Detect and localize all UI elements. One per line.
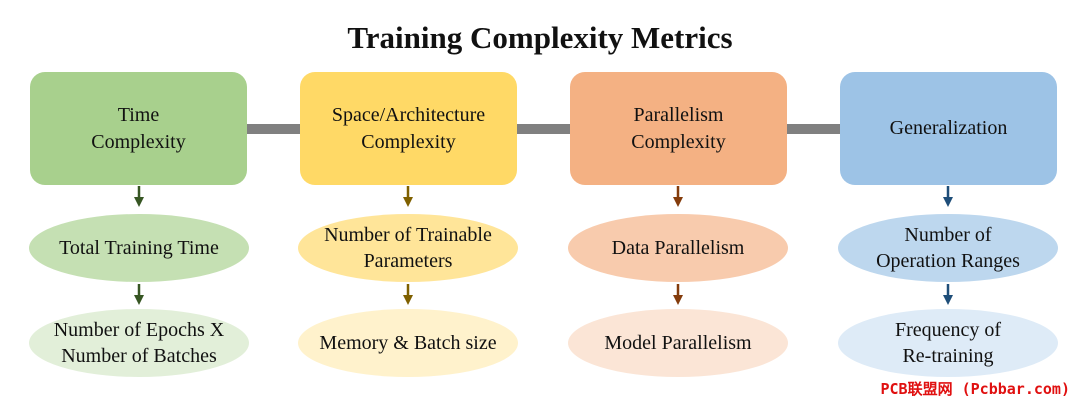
item-operation-ranges: Number of Operation Ranges: [838, 214, 1058, 282]
header-label: Time Complexity: [91, 103, 186, 153]
item-memory-batch-size: Memory & Batch size: [298, 309, 518, 377]
item-label: Frequency of Re-training: [894, 319, 1002, 367]
header-box-space-architecture: Space/Architecture Complexity: [300, 72, 517, 185]
item-model-parallelism: Model Parallelism: [568, 309, 788, 377]
header-label: Space/Architecture Complexity: [331, 103, 486, 153]
arrow-down-icon: [133, 284, 145, 306]
connector-3-4: [787, 124, 840, 134]
header-box-time-complexity: Time Complexity: [30, 72, 247, 185]
arrow-down-icon: [402, 186, 414, 208]
item-trainable-parameters: Number of Trainable Parameters: [298, 214, 518, 282]
header-box-generalization: Generalization: [840, 72, 1057, 185]
connector-1-2: [247, 124, 300, 134]
item-label: Total Training Time: [59, 237, 219, 259]
header-box-parallelism: Parallelism Complexity: [570, 72, 787, 185]
item-label: Memory & Batch size: [319, 332, 497, 354]
item-retraining-frequency: Frequency of Re-training: [838, 309, 1058, 377]
arrow-down-icon: [672, 284, 684, 306]
watermark: PCB联盟网 (Pcbbar.com): [880, 380, 1071, 398]
item-label: Data Parallelism: [611, 237, 745, 259]
diagram-title: Training Complexity Metrics: [347, 20, 733, 55]
item-label: Number of Epochs X Number of Batches: [53, 319, 225, 367]
item-epochs-batches: Number of Epochs X Number of Batches: [29, 309, 249, 377]
arrow-down-icon: [942, 186, 954, 208]
connector-2-3: [517, 124, 570, 134]
item-total-training-time: Total Training Time: [29, 214, 249, 282]
arrow-down-icon: [942, 284, 954, 306]
arrow-down-icon: [402, 284, 414, 306]
item-label: Model Parallelism: [604, 332, 752, 354]
item-data-parallelism: Data Parallelism: [568, 214, 788, 282]
arrow-down-icon: [133, 186, 145, 208]
header-label: Generalization: [889, 117, 1008, 139]
header-label: Parallelism Complexity: [631, 103, 726, 153]
item-label: Number of Operation Ranges: [876, 224, 1020, 272]
item-label: Number of Trainable Parameters: [324, 224, 492, 272]
arrow-down-icon: [672, 186, 684, 208]
